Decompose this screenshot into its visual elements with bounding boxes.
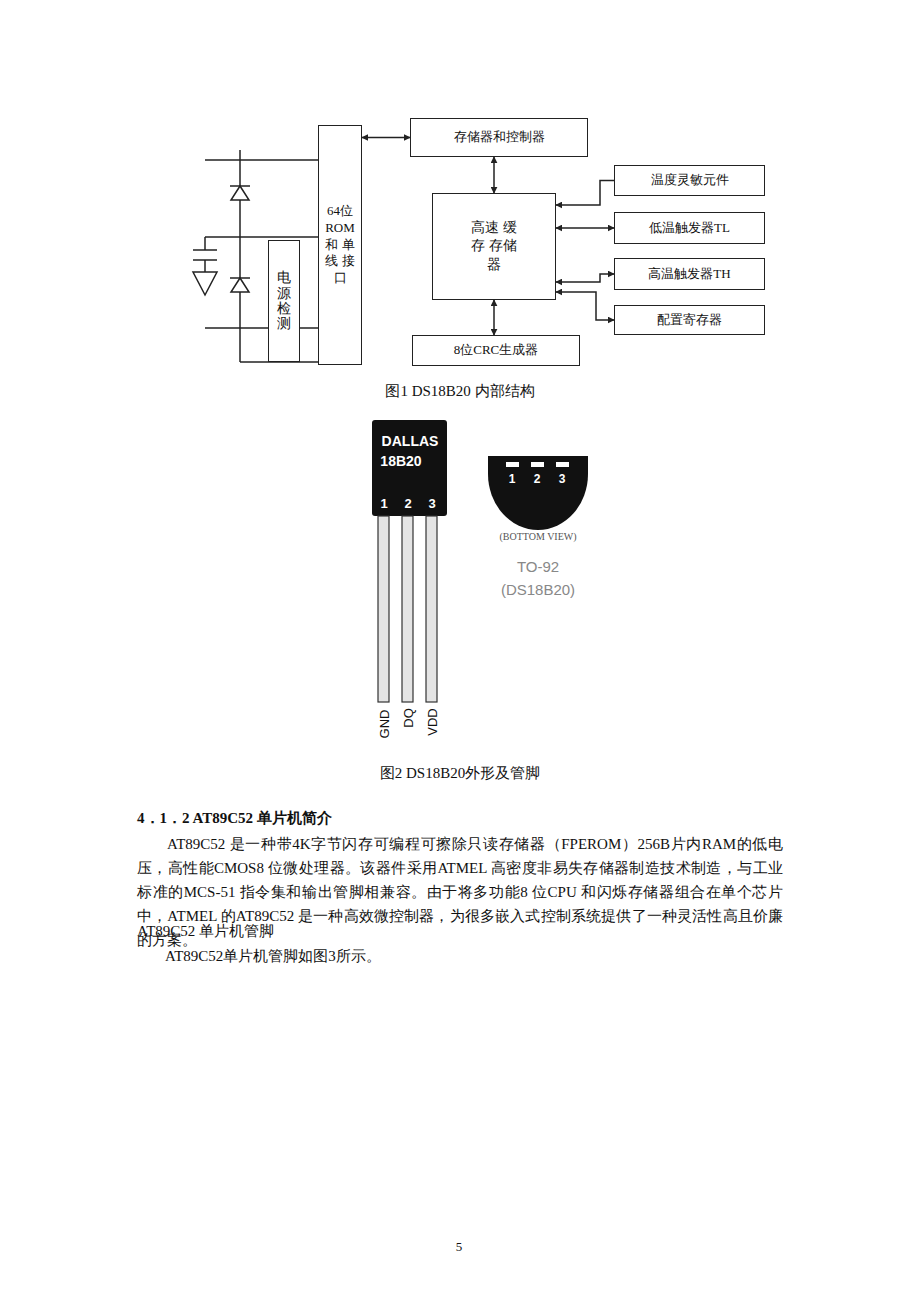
connector — [556, 181, 614, 206]
pin-number: 1 — [509, 472, 516, 486]
box-label: 低温触发器TL — [649, 220, 730, 237]
pin-name: VDD — [425, 708, 440, 735]
power-circuit — [193, 150, 318, 362]
register-box: 配置寄存器 — [614, 305, 765, 335]
connector — [300, 327, 318, 329]
trigger-box: 低温触发器TL — [614, 212, 765, 244]
box-label: 电源检测 — [277, 270, 291, 332]
scratchpad-box: 高速 缓存 存储器 — [432, 193, 556, 300]
figure-caption: 图1 DS18B20 内部结构 — [385, 382, 534, 401]
bottom-view — [488, 456, 588, 530]
connector — [556, 292, 614, 320]
connector — [556, 227, 614, 229]
view-label: (BOTTOM VIEW) — [499, 531, 576, 542]
pin-name: DQ — [401, 708, 416, 728]
memory-controller-box: 存储器和控制器 — [410, 118, 588, 157]
sensor-box: 温度灵敏元件 — [614, 165, 765, 196]
pin-number: 1 — [380, 496, 387, 511]
connector — [493, 157, 495, 193]
box-label: 配置寄存器 — [657, 312, 722, 329]
package-name: (DS18B20) — [501, 581, 575, 598]
rom-interface-box: 64位 ROM 和 单线 接口 — [318, 125, 362, 365]
package-marking: DALLAS — [382, 433, 439, 449]
box-label: 高速 缓存 存储器 — [470, 219, 519, 274]
box-label: 温度灵敏元件 — [651, 172, 729, 189]
crc-box: 8位CRC生成器 — [412, 335, 580, 366]
figure-caption: 图2 DS18B20外形及管脚 — [380, 764, 540, 783]
box-label: 8位CRC生成器 — [454, 342, 539, 359]
box-label: 高温触发器TH — [648, 266, 730, 283]
pin-number: 3 — [428, 496, 435, 511]
pin-name: GND — [377, 710, 392, 739]
pin-number: 2 — [534, 472, 541, 486]
to92-package — [372, 420, 447, 702]
body-text: AT89C52单片机管脚如图3所示。 — [165, 947, 381, 966]
section-heading: 4．1．2 AT89C52 单片机简介 — [137, 809, 332, 828]
box-label: 存储器和控制器 — [454, 129, 545, 146]
trigger-box: 高温触发器TH — [614, 258, 765, 290]
page-number: 5 — [456, 1239, 463, 1255]
connector — [556, 274, 614, 282]
connector — [493, 300, 495, 335]
connector — [362, 137, 410, 139]
pin-number: 2 — [404, 496, 411, 511]
package-name: TO-92 — [517, 558, 559, 575]
pin-number: 3 — [559, 472, 566, 486]
subheading: AT89C52 单片机管脚 — [137, 922, 274, 941]
power-detect-box: 电源检测 — [268, 240, 300, 362]
package-marking: 18B20 — [380, 453, 421, 469]
box-label: 64位 ROM 和 单线 接口 — [324, 203, 355, 287]
